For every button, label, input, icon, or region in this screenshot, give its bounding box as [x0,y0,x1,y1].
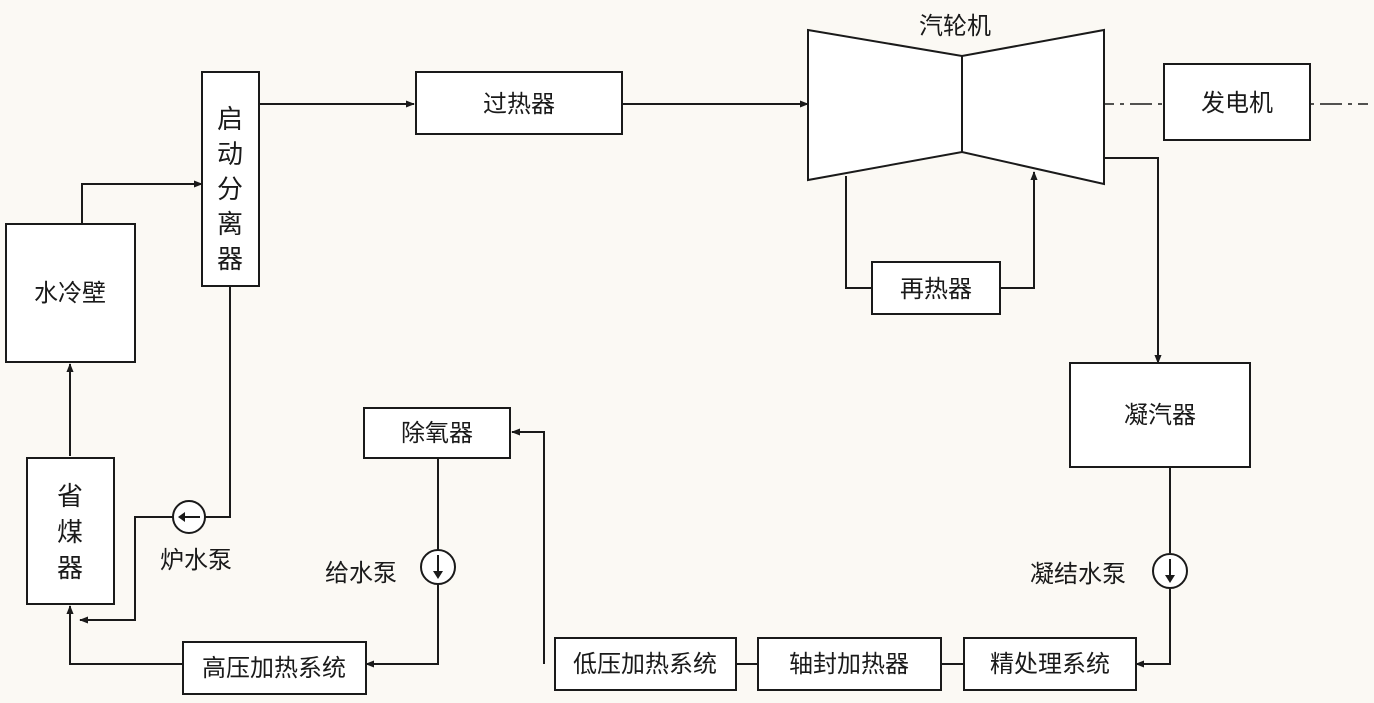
gland-seal-heater-box [757,637,942,691]
pump-arrowhead [178,512,185,522]
water-wall-box [5,223,136,363]
pump-arrowhead [433,571,443,579]
line-hp-heating-to-economizer [66,605,183,665]
flow-lines [66,100,1171,668]
startup-separator-char: 启 [217,105,243,135]
pump-arrowhead [1165,575,1175,583]
feed-water-pump-label: 给水泵 [325,559,397,587]
hp-heating-system-box [182,641,367,695]
lp-heating-system-label: 低压加热系统 [573,650,717,678]
startup-separator-char: 分 [217,175,243,205]
condensate-polishing-system-box [963,637,1137,691]
feed-water-pump: 给水泵 [325,549,456,587]
deaerator: 除氧器 [363,407,511,459]
line-feed-pump-to-hp-heating [365,584,439,668]
economizer-char: 省 [57,482,83,512]
steam-turbine-label: 汽轮机 [919,12,991,40]
economizer-box [26,457,115,605]
condenser: 凝汽器 [1069,362,1251,468]
economizer: 省 煤 器 [26,457,115,605]
deaerator-box [363,407,511,459]
lp-heating-system: 低压加热系统 [554,637,737,691]
generator: 发电机 [1163,63,1311,141]
superheater: 过热器 [415,71,623,135]
hp-heating-system: 高压加热系统 [182,641,367,695]
reheater: 再热器 [871,261,1001,315]
hp-heating-system-label: 高压加热系统 [202,654,346,682]
condenser-box [1069,362,1251,468]
reheater-label: 再热器 [900,275,972,303]
steam-turbine-body [807,28,1105,186]
line-reheater-to-turbine [1000,171,1038,289]
line-turbine-to-condenser [1100,157,1162,364]
line-boiler-pump-to-economizer [79,516,173,624]
water-wall: 水冷壁 [5,223,136,363]
condensate-pump: 凝结水泵 [1030,553,1188,589]
gland-seal-heater-label: 轴封加热器 [789,650,909,678]
water-wall-label: 水冷壁 [34,279,106,307]
superheater-box [415,71,623,135]
superheater-label: 过热器 [483,90,555,118]
line-condensate-pump-to-polishing [1135,589,1171,668]
condenser-label: 凝汽器 [1124,401,1196,429]
startup-separator-char: 器 [217,245,243,275]
startup-separator: 启 动 分 离 器 [201,71,260,287]
startup-separator-box [201,71,260,287]
steam-turbine: 汽轮机 [807,12,1105,186]
condensate-polishing-system: 精处理系统 [963,637,1137,691]
generator-box [1163,63,1311,141]
condensate-polishing-system-label: 精处理系统 [990,650,1110,678]
line-separator-to-boiler-pump [205,286,231,518]
reheater-box [871,261,1001,315]
economizer-char: 器 [57,554,83,584]
condensate-pump-label: 凝结水泵 [1030,560,1126,588]
line-waterwall-to-separator [81,180,203,224]
generator-label: 发电机 [1201,89,1273,117]
gland-seal-heater: 轴封加热器 [757,637,942,691]
deaerator-label: 除氧器 [401,419,473,447]
lp-heating-system-box [554,637,737,691]
line-lp-heating-to-deaerator [511,428,545,664]
economizer-char: 煤 [57,518,83,548]
boiler-water-pump-label: 炉水泵 [160,546,232,574]
boiler-water-pump: 炉水泵 [160,500,232,574]
startup-separator-char: 动 [217,140,243,170]
line-turbine-to-reheater [845,176,872,289]
startup-separator-char: 离 [217,210,243,240]
